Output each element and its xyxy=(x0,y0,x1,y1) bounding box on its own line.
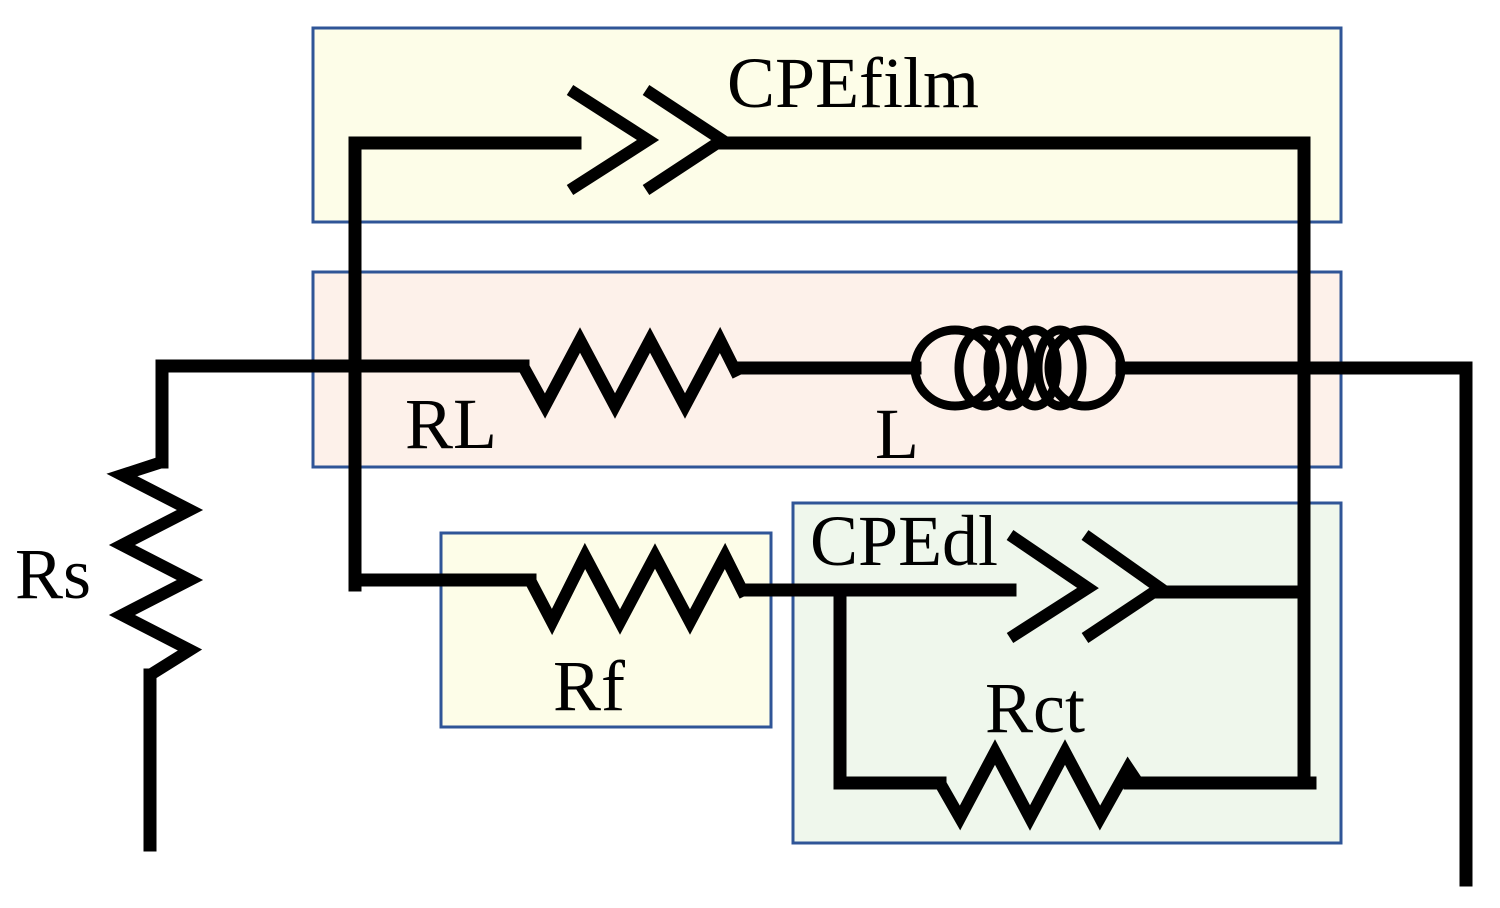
cpe-dl-branch xyxy=(833,530,1317,831)
cpe-film-element-a xyxy=(566,84,660,196)
l-label: L xyxy=(875,394,919,474)
film-loop-top-wire xyxy=(715,136,1311,787)
rf-label: Rf xyxy=(553,646,625,726)
right-output-wire xyxy=(1115,361,1473,887)
film-loop-left-wire xyxy=(348,136,582,592)
rct-left-wire xyxy=(833,585,947,790)
rl-resistor xyxy=(517,326,744,419)
cpe-dl-label: CPEdl xyxy=(810,501,998,581)
rct-label: Rct xyxy=(985,668,1085,748)
cpe-film-branch xyxy=(348,84,1311,787)
rs-label: Rs xyxy=(15,534,91,614)
cpe-dl-element-a xyxy=(1006,530,1099,644)
cpe-film-label: CPEfilm xyxy=(727,43,979,123)
rl-l-branch xyxy=(517,325,1473,887)
rf-branch xyxy=(348,542,1017,636)
rs-branch xyxy=(106,359,530,852)
rf-resistor xyxy=(524,542,751,636)
rl-label: RL xyxy=(405,384,497,464)
rs-top-wire xyxy=(155,359,530,469)
cpe-film-box xyxy=(311,26,1343,224)
rs-resistor xyxy=(106,456,204,681)
rct-resistor xyxy=(934,739,1143,831)
